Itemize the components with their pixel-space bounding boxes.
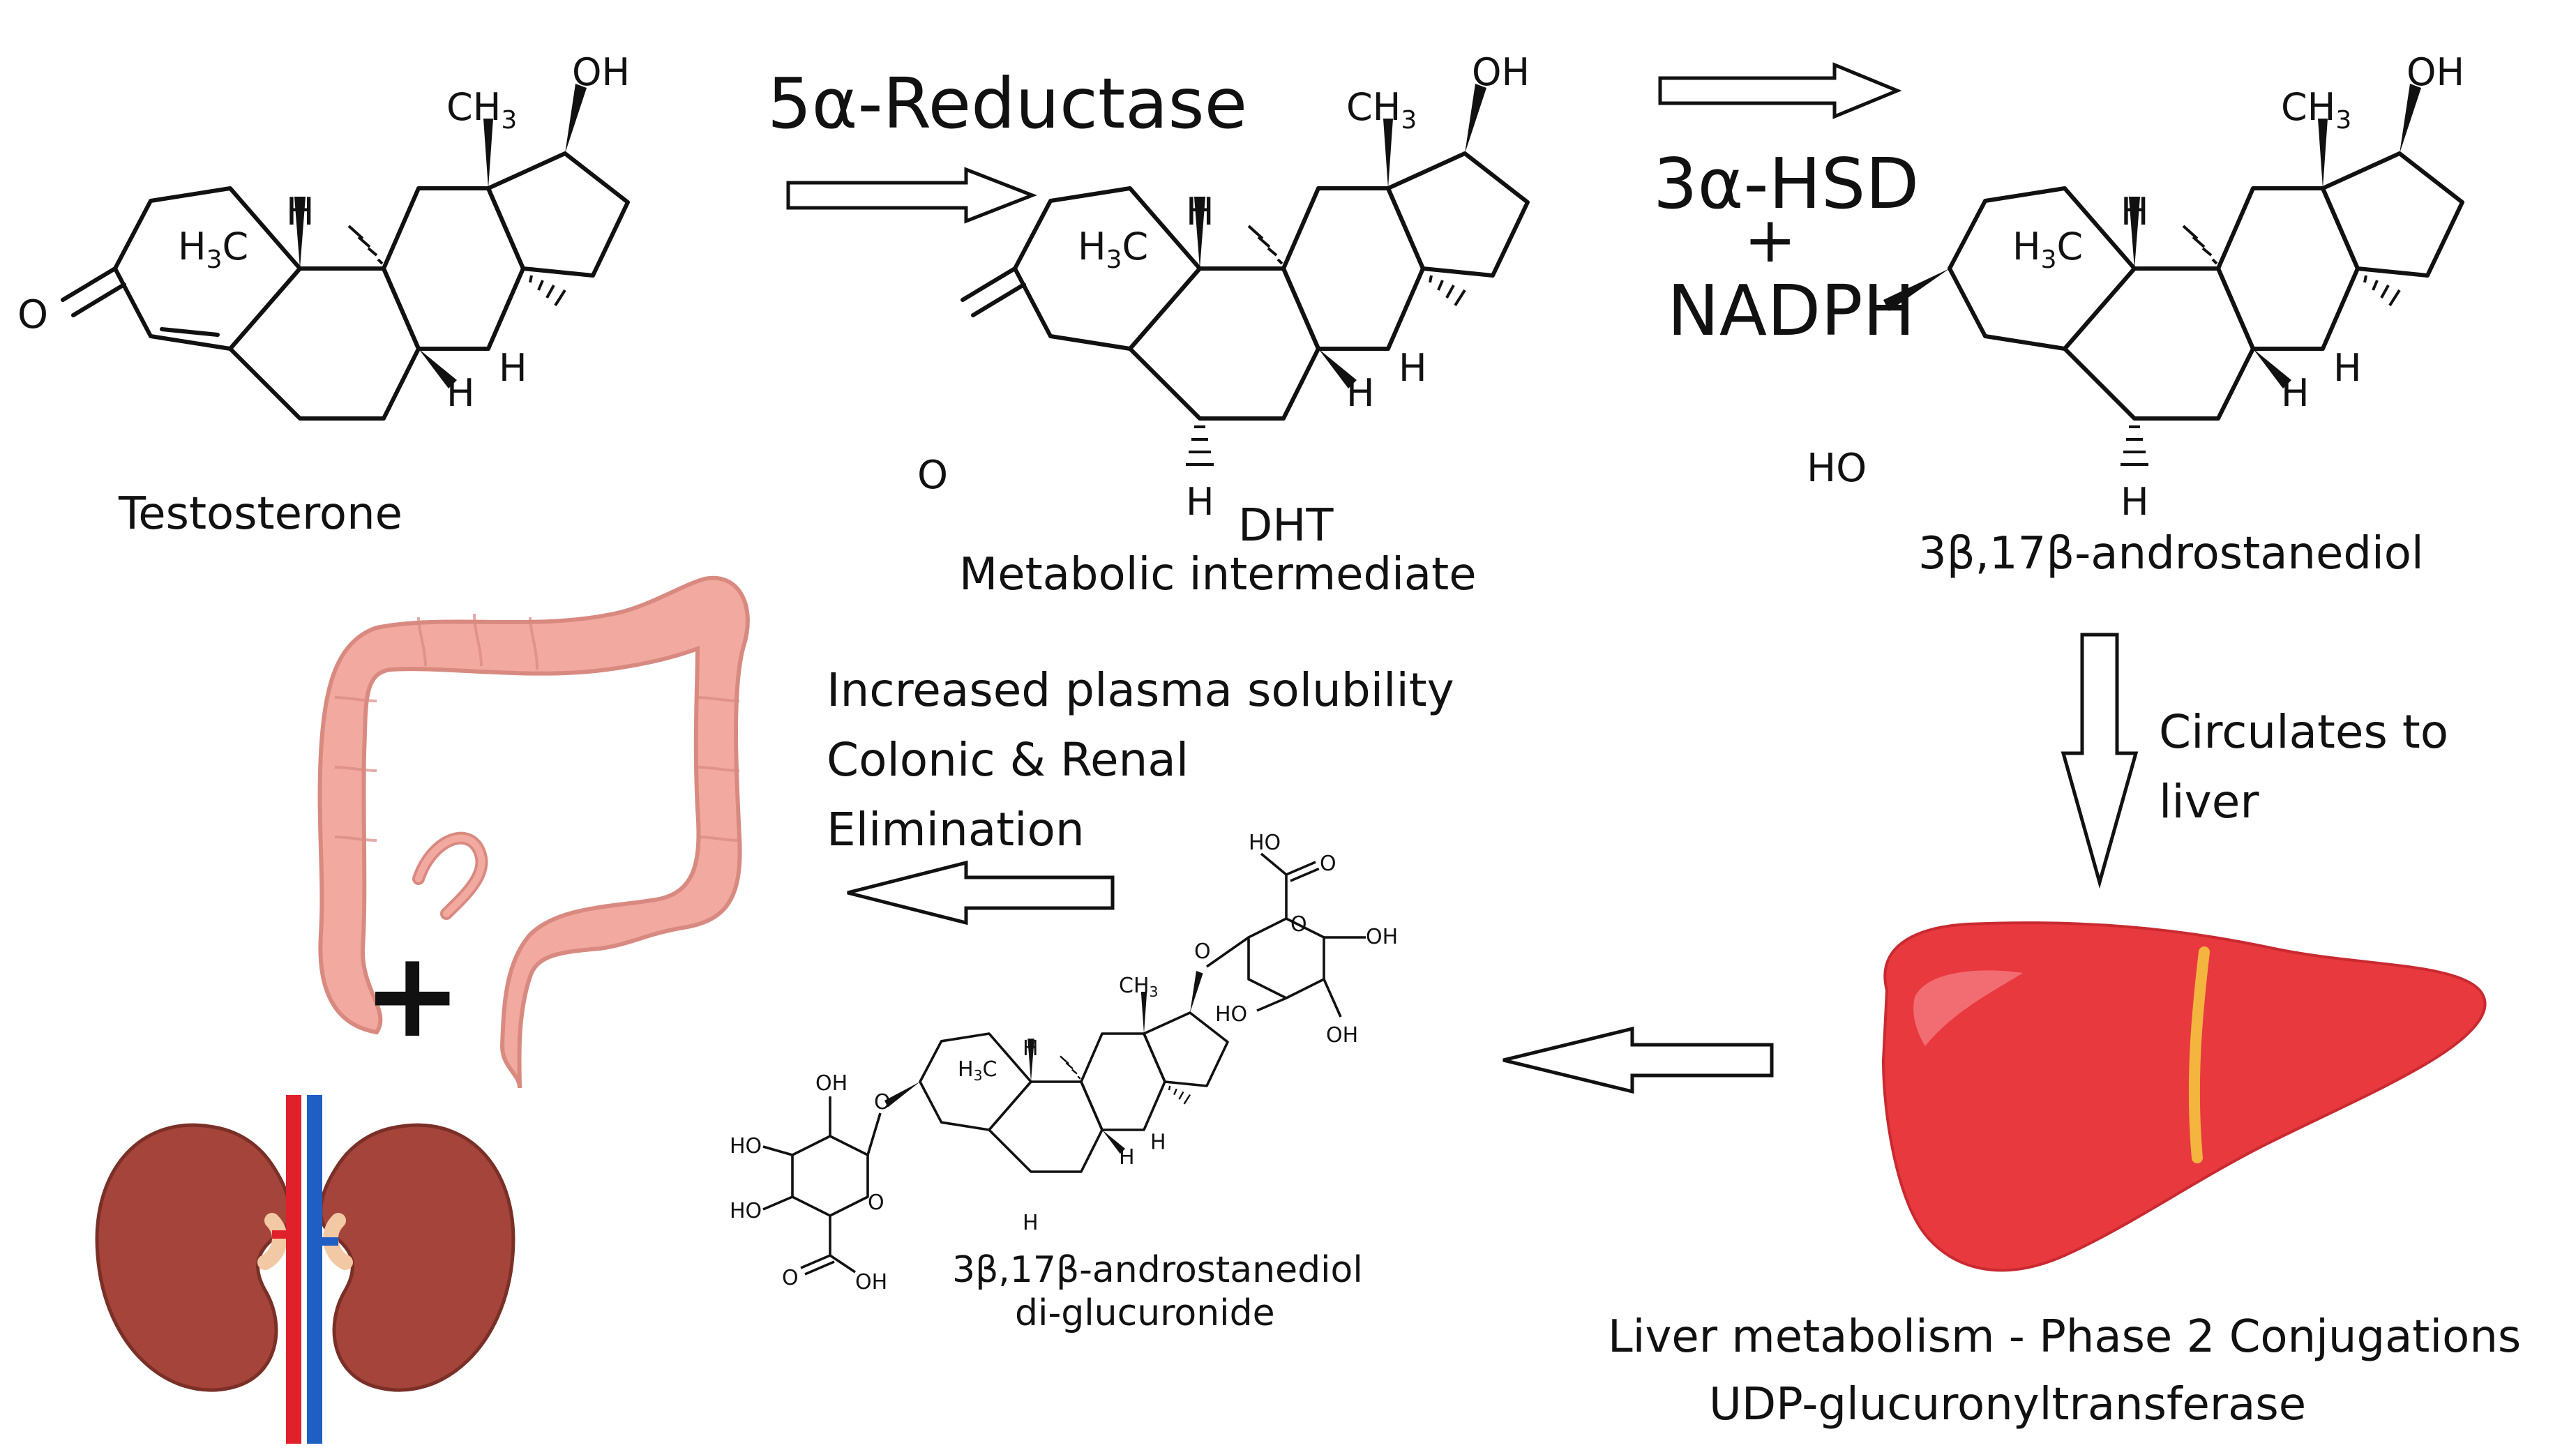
label-androstanediol: 3β,17β-androstanediol	[1918, 528, 2424, 580]
label-metabolic-intermediate: Metabolic intermediate	[959, 549, 1477, 601]
label-glucuronide-2: di-glucuronide	[1015, 1292, 1275, 1334]
colon-illustration	[317, 575, 750, 1089]
atom-label: OH	[815, 1071, 848, 1096]
atom-label: H3C	[2012, 225, 2083, 274]
atom-label: O	[1194, 939, 1211, 964]
atom-label: H	[1119, 1145, 1135, 1170]
atom-label: H	[1150, 1131, 1166, 1155]
atom-label: H	[1023, 1211, 1039, 1235]
dht-structure: O H3C H H H H CH3 OH	[917, 50, 1530, 524]
atom-label: H3C	[178, 225, 248, 274]
atom-label: O	[1320, 852, 1336, 876]
di-glucuronide-structure: O O OH OH HO HO O H3C H H H H CH3 O O OH…	[730, 831, 1398, 1294]
label-plasma-solubility: Increased plasma solubility	[827, 663, 1454, 717]
atom-label: HO	[730, 1199, 762, 1223]
atom-label: H	[2333, 346, 2362, 390]
atom-label: CH3	[1346, 85, 1417, 135]
label-elimination: Elimination	[827, 803, 1085, 856]
atom-label: O	[1290, 912, 1307, 937]
atom-label: HO	[1807, 446, 1867, 491]
atom-label: H	[2281, 371, 2310, 415]
label-dht: DHT	[1238, 500, 1334, 552]
label-nadph: NADPH	[1667, 270, 1915, 352]
liver-illustration	[1881, 921, 2487, 1272]
atom-label: OH	[2406, 50, 2464, 94]
atom-label: H	[286, 190, 315, 234]
atom-label: HO	[1249, 831, 1281, 855]
androstanediol-structure: HO H3C H H H H CH3 OH	[1807, 50, 2464, 524]
arrow-right	[1658, 62, 1902, 119]
atom-label: OH	[1366, 925, 1398, 949]
label-3a-hsd: 3α-HSD	[1653, 143, 1919, 225]
atom-label: H	[1346, 371, 1375, 415]
atom-label: CH3	[446, 85, 517, 135]
arrow-left	[1502, 1026, 1774, 1094]
testosterone-structure: O H3C H H H CH3 OH	[17, 50, 630, 418]
atom-label: O	[917, 453, 948, 498]
label-testosterone: Testosterone	[118, 488, 402, 540]
label-organ-plus: +	[363, 926, 462, 1064]
label-5a-reductase: 5α-Reductase	[767, 63, 1247, 144]
arrow-right	[786, 167, 1037, 224]
atom-label: H	[1023, 1036, 1039, 1061]
atom-label: H	[1186, 190, 1214, 234]
atom-label: CH3	[2281, 85, 2351, 135]
atom-label: H	[2121, 190, 2149, 234]
atom-label: H	[2121, 480, 2149, 524]
atom-label: OH	[572, 50, 630, 94]
label-circulates: Circulates to	[2159, 705, 2448, 759]
atom-label: H3C	[1078, 225, 1148, 274]
atom-label: OH	[1472, 50, 1530, 94]
atom-label: O	[782, 1266, 799, 1290]
atom-label: OH	[1326, 1023, 1358, 1048]
label-colonic-renal: Colonic & Renal	[827, 733, 1189, 787]
label-udp-glucuronyltransferase: UDP-glucuronyltransferase	[1709, 1379, 2306, 1430]
kidneys-illustration	[95, 1095, 515, 1444]
atom-label: H	[499, 346, 527, 390]
atom-label: HO	[730, 1134, 762, 1158]
atom-label: HO	[1215, 1002, 1247, 1027]
atom-label: O	[868, 1191, 884, 1215]
arrow-down	[2061, 633, 2139, 889]
atom-label: H	[446, 371, 475, 415]
atom-label: H	[1186, 480, 1214, 524]
atom-label: O	[17, 292, 48, 338]
atom-label: H3C	[958, 1057, 997, 1084]
atom-label: OH	[855, 1270, 887, 1294]
label-plus: +	[1744, 204, 1796, 277]
atom-label: O	[874, 1090, 891, 1115]
atom-label: CH3	[1119, 974, 1159, 1000]
arrow-left	[847, 860, 1115, 926]
label-liver-metabolism: Liver metabolism - Phase 2 Conjugations	[1608, 1311, 2521, 1363]
label-glucuronide-1: 3β,17β-androstanediol	[952, 1249, 1363, 1291]
atom-label: H	[1399, 346, 1427, 390]
label-liver: liver	[2159, 775, 2259, 829]
